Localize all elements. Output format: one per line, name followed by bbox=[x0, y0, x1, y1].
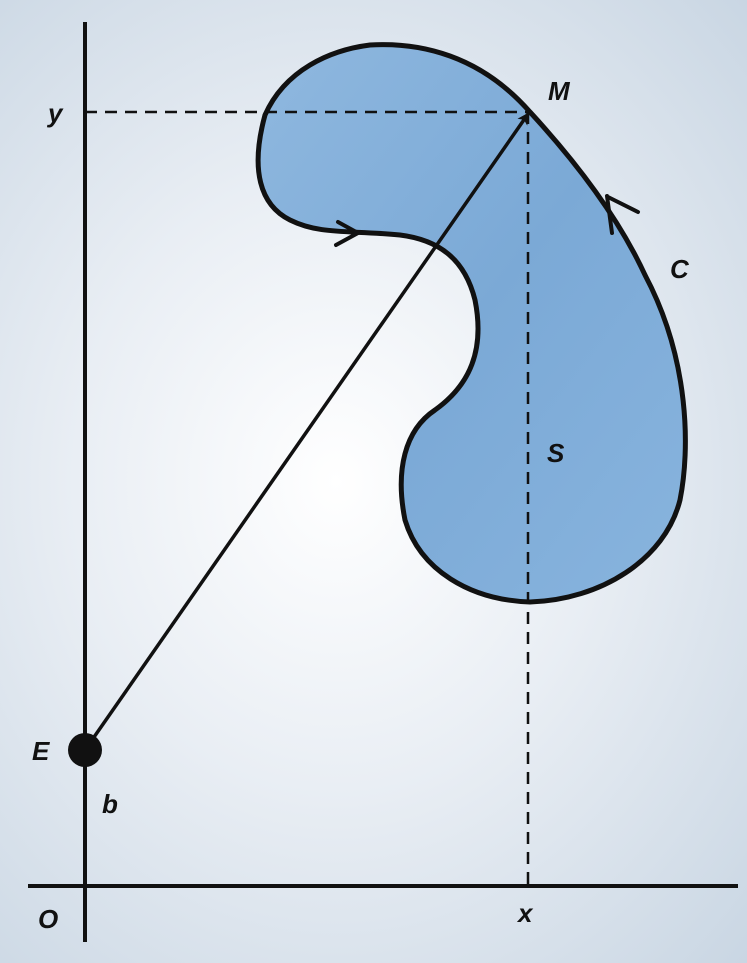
region-s-label: S bbox=[547, 438, 565, 468]
curve-c-label: C bbox=[670, 254, 690, 284]
region-s-shape bbox=[255, 42, 688, 605]
curve-orientation-arrow-up bbox=[605, 194, 640, 235]
y-axis-label: y bbox=[46, 98, 64, 128]
origin-label: O bbox=[38, 904, 58, 934]
vector-e-to-m bbox=[83, 112, 530, 752]
point-e-label: E bbox=[32, 736, 50, 766]
point-b-label: b bbox=[102, 789, 118, 819]
point-m-label: M bbox=[548, 76, 571, 106]
point-e-dot bbox=[68, 733, 102, 767]
x-axis-label: x bbox=[516, 898, 534, 928]
curve-orientation-arrow-right bbox=[334, 220, 360, 247]
